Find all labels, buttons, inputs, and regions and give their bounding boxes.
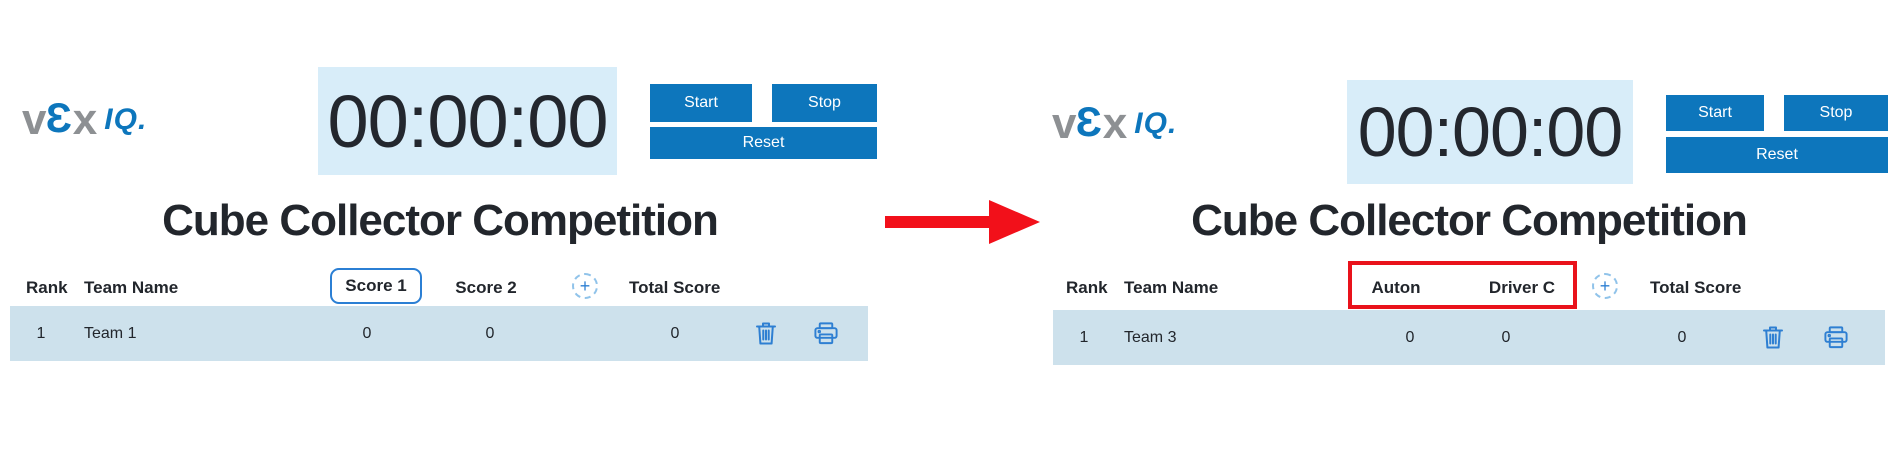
logo-letter-e: Ɛ — [45, 94, 72, 141]
cell-rank: 1 — [1079, 329, 1089, 346]
reset-button[interactable]: Reset — [650, 127, 877, 159]
logo-iq-text: IQ. — [104, 103, 148, 136]
cell-score1[interactable]: 0 — [1405, 329, 1415, 346]
logo-letter-e: Ɛ — [1075, 98, 1102, 145]
timer-display: 00:00:00 — [318, 67, 617, 175]
reset-button[interactable]: Reset — [1666, 137, 1888, 173]
arrow-head — [989, 200, 1040, 244]
add-column-icon[interactable]: + — [1592, 273, 1618, 299]
score1-header-input[interactable]: Score 1 — [330, 268, 422, 304]
stop-button[interactable]: Stop — [772, 84, 877, 122]
table-row: 1 Team 1 0 0 0 — [10, 306, 868, 361]
scoreboard-panel-before: v Ɛ x IQ. 00:00:00 Start Stop Reset Cube… — [0, 0, 880, 452]
header-score1: Score 1 — [345, 276, 407, 295]
cell-score1[interactable]: 0 — [362, 325, 372, 342]
start-button[interactable]: Start — [650, 84, 752, 122]
stop-button[interactable]: Stop — [1784, 95, 1888, 131]
header-team-name: Team Name — [1124, 278, 1219, 297]
header-score1[interactable]: Auton — [1371, 278, 1421, 297]
cell-team-name[interactable]: Team 3 — [1124, 329, 1177, 346]
table-row: 1 Team 3 0 0 0 — [1053, 310, 1885, 365]
logo-letter-x: x — [1102, 99, 1128, 148]
print-icon[interactable] — [1823, 324, 1849, 351]
header-score2[interactable]: Score 2 — [455, 278, 517, 297]
logo-iq-text: IQ. — [1134, 107, 1178, 140]
header-rank: Rank — [1066, 278, 1108, 297]
page-title: Cube Collector Competition — [162, 196, 719, 245]
cell-score2[interactable]: 0 — [485, 325, 495, 342]
vex-iq-logo: v Ɛ x IQ. — [22, 94, 148, 144]
header-team-name: Team Name — [84, 278, 179, 297]
header-highlight-box — [1348, 261, 1577, 309]
table-header-row: Rank Team Name Score 1 Score 2 + Total S… — [0, 268, 880, 308]
print-icon[interactable] — [813, 320, 839, 347]
timer-display: 00:00:00 — [1347, 80, 1633, 184]
trash-icon[interactable] — [753, 320, 779, 347]
page-title: Cube Collector Competition — [1191, 196, 1748, 245]
table-header-row: Rank Team Name Auton Driver C + Total Sc… — [1040, 261, 1898, 309]
header-rank: Rank — [26, 278, 68, 297]
vex-iq-logo: v Ɛ x IQ. — [1052, 98, 1178, 148]
header-total-score: Total Score — [629, 278, 721, 297]
cell-total-score: 0 — [1677, 329, 1687, 346]
header-score2[interactable]: Driver C — [1488, 278, 1556, 297]
transition-arrow-icon — [885, 200, 1040, 244]
trash-icon[interactable] — [1760, 324, 1786, 351]
add-column-icon[interactable]: + — [572, 273, 598, 299]
logo-letter-x: x — [72, 95, 98, 144]
cell-score2[interactable]: 0 — [1501, 329, 1511, 346]
arrow-shaft — [885, 216, 991, 228]
start-button[interactable]: Start — [1666, 95, 1764, 131]
logo-letter-v: v — [1052, 99, 1077, 148]
cell-rank: 1 — [36, 325, 46, 342]
logo-letter-v: v — [22, 95, 47, 144]
scoreboard-panel-after: v Ɛ x IQ. 00:00:00 Start Stop Reset Cube… — [1040, 0, 1898, 452]
cell-total-score: 0 — [670, 325, 680, 342]
cell-team-name[interactable]: Team 1 — [84, 325, 137, 342]
header-total-score: Total Score — [1650, 278, 1742, 297]
